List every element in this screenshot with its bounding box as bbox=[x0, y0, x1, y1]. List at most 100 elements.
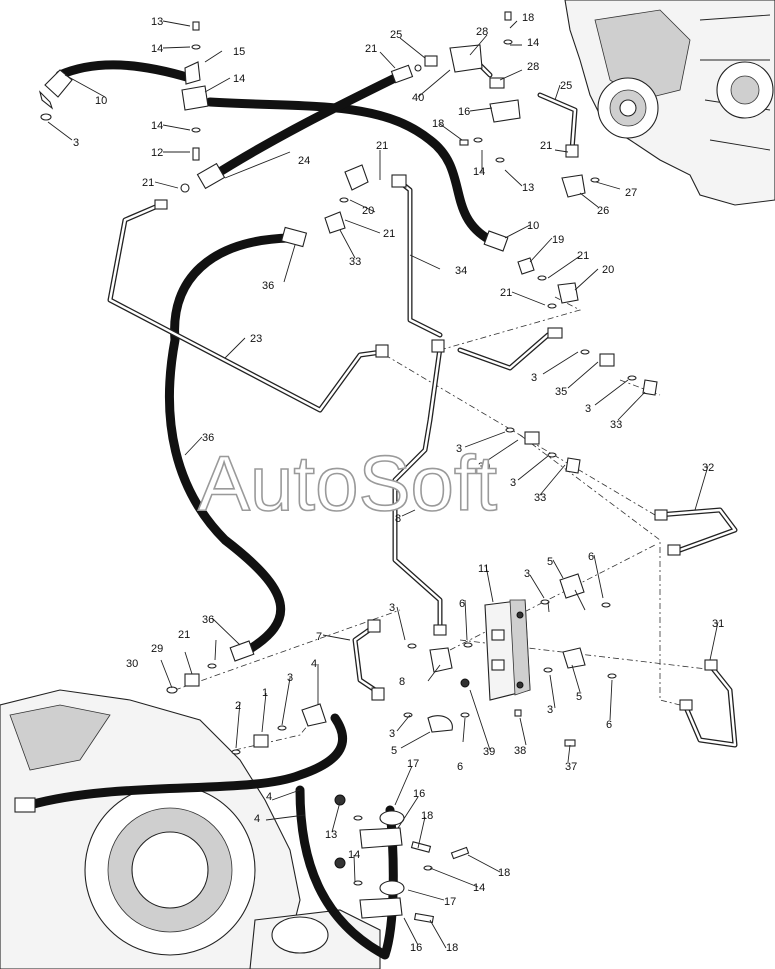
callout: 5 bbox=[391, 745, 397, 757]
callout: 14 bbox=[151, 43, 163, 55]
callout: 14 bbox=[151, 120, 163, 132]
callout: 6 bbox=[457, 761, 463, 773]
callout: 32 bbox=[702, 462, 714, 474]
callout: 1 bbox=[262, 687, 268, 699]
callout: 37 bbox=[565, 761, 577, 773]
callout: 7 bbox=[316, 631, 322, 643]
callout: 3 bbox=[547, 704, 553, 716]
callout: 3 bbox=[73, 137, 79, 149]
callout: 18 bbox=[446, 942, 458, 954]
callout: 27 bbox=[625, 187, 637, 199]
callout: 36 bbox=[202, 614, 214, 626]
callout: 33 bbox=[534, 492, 546, 504]
callout: 8 bbox=[399, 676, 405, 688]
callout: 15 bbox=[233, 46, 245, 58]
callout: 8 bbox=[395, 513, 401, 525]
leader-lines bbox=[47, 20, 719, 949]
callout: 2 bbox=[235, 700, 241, 712]
callout: 39 bbox=[478, 461, 490, 473]
callout: 28 bbox=[527, 61, 539, 73]
hose-4-upper bbox=[25, 713, 348, 810]
callout: 17 bbox=[407, 758, 419, 770]
valve-block bbox=[484, 599, 531, 701]
callout-labels: 13 14 15 14 14 12 10 3 21 24 21 25 28 18… bbox=[73, 12, 724, 954]
callout: 14 bbox=[473, 882, 485, 894]
callout: 12 bbox=[151, 147, 163, 159]
callout: 6 bbox=[588, 551, 594, 563]
callout: 4 bbox=[266, 791, 272, 803]
fittings bbox=[14, 11, 718, 924]
callout: 30 bbox=[126, 658, 138, 670]
callout: 16 bbox=[458, 106, 470, 118]
callout: 23 bbox=[250, 333, 262, 345]
callout: 26 bbox=[597, 205, 609, 217]
callout: 31 bbox=[712, 618, 724, 630]
callout: 25 bbox=[560, 80, 572, 92]
callout: 10 bbox=[527, 220, 539, 232]
callout: 3 bbox=[585, 403, 591, 415]
callout: 11 bbox=[478, 563, 489, 575]
callout: 21 bbox=[376, 140, 388, 152]
callout: 19 bbox=[552, 234, 564, 246]
callout: 36 bbox=[262, 280, 274, 292]
callout: 21 bbox=[577, 250, 589, 262]
hose-10-right bbox=[205, 97, 495, 245]
callout: 6 bbox=[459, 598, 465, 610]
callout: 28 bbox=[476, 26, 488, 38]
callout: 36 bbox=[202, 432, 214, 444]
callout: 33 bbox=[610, 419, 622, 431]
callout: 3 bbox=[456, 443, 462, 455]
callout: 21 bbox=[178, 629, 190, 641]
callout: 18 bbox=[432, 118, 444, 130]
callout: 14 bbox=[473, 166, 485, 178]
callout: 3 bbox=[287, 672, 293, 684]
callout: 38 bbox=[514, 745, 526, 757]
callout: 20 bbox=[602, 264, 614, 276]
callout: 10 bbox=[95, 95, 107, 107]
callout: 21 bbox=[142, 177, 154, 189]
callout: 18 bbox=[498, 867, 510, 879]
hose-24 bbox=[205, 73, 400, 183]
callout: 13 bbox=[151, 16, 163, 28]
callout: 33 bbox=[349, 256, 361, 268]
callout: 40 bbox=[412, 92, 424, 104]
axle-housing bbox=[0, 689, 381, 969]
callout: 17 bbox=[444, 896, 456, 908]
tubes bbox=[107, 52, 738, 748]
callout: 14 bbox=[348, 849, 360, 861]
callout: 6 bbox=[606, 719, 612, 731]
callout: 4 bbox=[311, 658, 317, 670]
callout: 18 bbox=[522, 12, 534, 24]
hoses bbox=[25, 60, 495, 960]
callout: 3 bbox=[531, 372, 537, 384]
watermark: AutoSoft bbox=[198, 439, 498, 527]
hose-10-top bbox=[55, 60, 195, 83]
callout: 3 bbox=[389, 728, 395, 740]
callout: 21 bbox=[365, 43, 377, 55]
callout: 16 bbox=[410, 942, 422, 954]
callout: 39 bbox=[483, 746, 495, 758]
callout: 4 bbox=[254, 813, 260, 825]
callout: 5 bbox=[547, 556, 553, 568]
transmission-housing bbox=[564, 0, 775, 206]
callout: 21 bbox=[383, 228, 395, 240]
callout: 21 bbox=[500, 287, 512, 299]
callout: 18 bbox=[421, 810, 433, 822]
callout: 34 bbox=[455, 265, 467, 277]
callout: 16 bbox=[413, 788, 425, 800]
callout: 20 bbox=[362, 205, 374, 217]
callout: 3 bbox=[524, 568, 530, 580]
hose-36 bbox=[164, 233, 295, 657]
callout: 3 bbox=[389, 602, 395, 614]
callout: 24 bbox=[298, 155, 310, 167]
callout: 25 bbox=[390, 29, 402, 41]
callout: 14 bbox=[233, 73, 245, 85]
callout: 29 bbox=[151, 643, 163, 655]
callout: 13 bbox=[325, 829, 337, 841]
callout: 5 bbox=[576, 691, 582, 703]
callout: 14 bbox=[527, 37, 539, 49]
callout: 21 bbox=[540, 140, 552, 152]
callout: 13 bbox=[522, 182, 534, 194]
